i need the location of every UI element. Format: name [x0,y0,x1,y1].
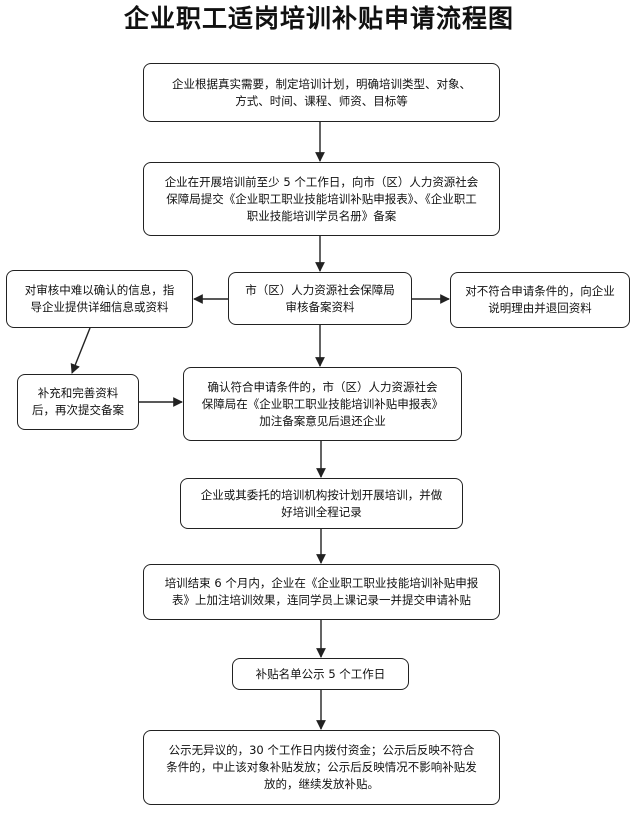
step-confirm-return-text: 确认符合申请条件的，市（区）人力资源社会 保障局在《企业职工职业技能培训补贴申报… [201,379,444,428]
page-title: 企业职工适岗培训补贴申请流程图 [123,4,514,33]
step-publicize-list-text: 补贴名单公示 5 个工作日 [255,666,386,681]
step-conduct-training-text: 企业或其委托的培训机构按计划开展培训，并做 好培训全程记录 [200,487,443,519]
step-plan-training: 企业根据真实需要，制定培训计划，明确培训类型、对象、 方式、时间、课程、师资、目… [143,63,500,122]
step-apply-subsidy-text: 培训结束 6 个月内，企业在《企业职工职业技能培训补贴申报 表》上加注培训效果，… [164,576,479,607]
step-submit-filing: 企业在开展培训前至少 5 个工作日，向市（区）人力资源社会 保障局提交《企业职工… [143,162,500,236]
step-conduct-training: 企业或其委托的培训机构按计划开展培训，并做 好培训全程记录 [180,478,463,529]
branch-request-details: 对审核中难以确认的信息，指 导企业提供详细信息或资料 [6,270,193,328]
step-disburse-funds-text: 公示无异议的，30 个工作日内拨付资金；公示后反映不符合 条件的，中止该对象补贴… [166,743,477,791]
step-confirm-return: 确认符合申请条件的，市（区）人力资源社会 保障局在《企业职工职业技能培训补贴申报… [183,367,462,441]
branch-supplement-resubmit: 补充和完善资料 后，再次提交备案 [17,374,139,430]
step-review-filing-text: 市（区）人力资源社会保障局 审核备案资料 [245,282,395,314]
branch-reject-return-text: 对不符合申请条件的，向企业 说明理由并退回资料 [465,284,615,315]
step-plan-training-text: 企业根据真实需要，制定培训计划，明确培训类型、对象、 方式、时间、课程、师资、目… [172,76,471,108]
step-review-filing: 市（区）人力资源社会保障局 审核备案资料 [228,272,412,325]
step-submit-filing-text: 企业在开展培训前至少 5 个工作日，向市（区）人力资源社会 保障局提交《企业职工… [164,174,479,223]
branch-supplement-resubmit-text: 补充和完善资料 后，再次提交备案 [32,386,124,417]
branch-reject-return: 对不符合申请条件的，向企业 说明理由并退回资料 [450,272,630,328]
branch-request-details-text: 对审核中难以确认的信息，指 导企业提供详细信息或资料 [24,283,175,314]
step-apply-subsidy: 培训结束 6 个月内，企业在《企业职工职业技能培训补贴申报 表》上加注培训效果，… [143,564,500,620]
step-publicize-list: 补贴名单公示 5 个工作日 [232,658,409,690]
step-disburse-funds: 公示无异议的，30 个工作日内拨付资金；公示后反映不符合 条件的，中止该对象补贴… [143,730,500,805]
arrow-left-to-supplement [70,327,91,374]
